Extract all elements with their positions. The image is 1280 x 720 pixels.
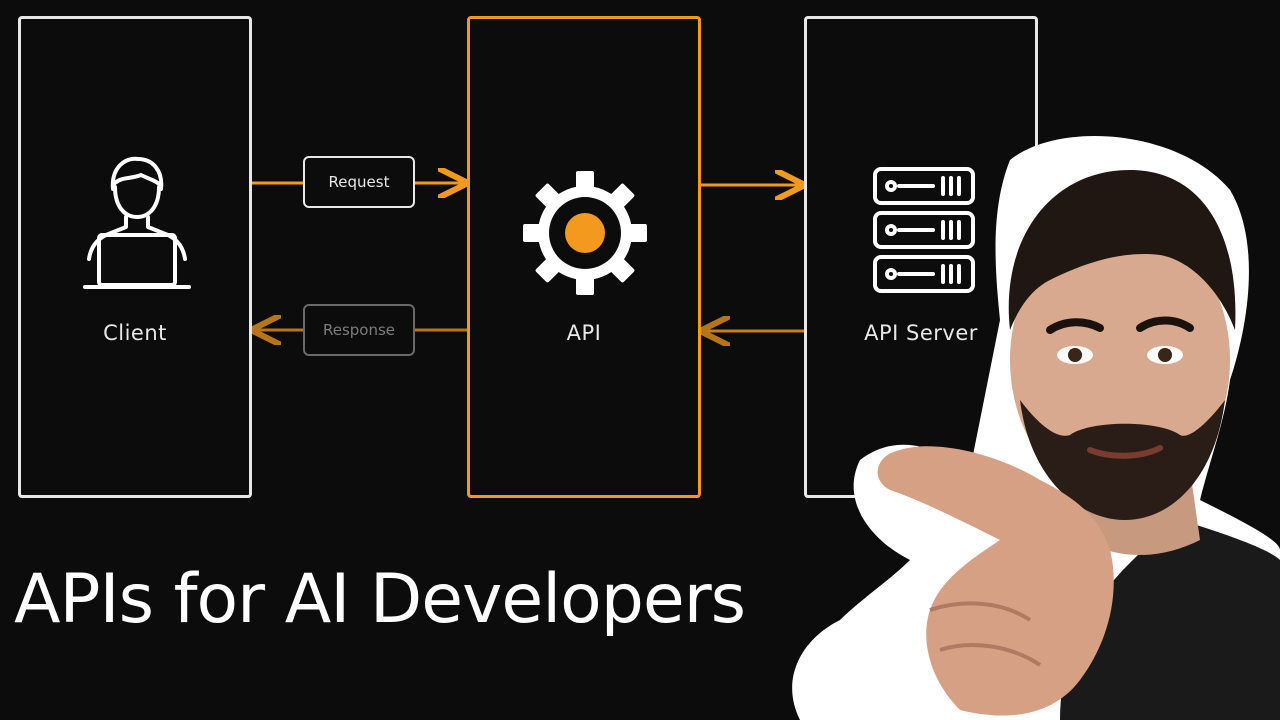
- api-node: API: [467, 16, 701, 498]
- request-label: Request: [303, 156, 415, 208]
- presenter-pointing-icon: [792, 136, 1280, 720]
- response-label: Response: [303, 304, 415, 356]
- user-laptop-icon: [83, 156, 191, 289]
- api-label: API: [566, 321, 602, 345]
- server-label: API Server: [864, 321, 978, 345]
- client-label: Client: [103, 321, 167, 345]
- server-rack-icon: [873, 167, 975, 293]
- headline-title: APIs for AI Developers: [14, 560, 746, 639]
- gear-icon: [523, 171, 647, 295]
- client-node: Client: [18, 16, 252, 498]
